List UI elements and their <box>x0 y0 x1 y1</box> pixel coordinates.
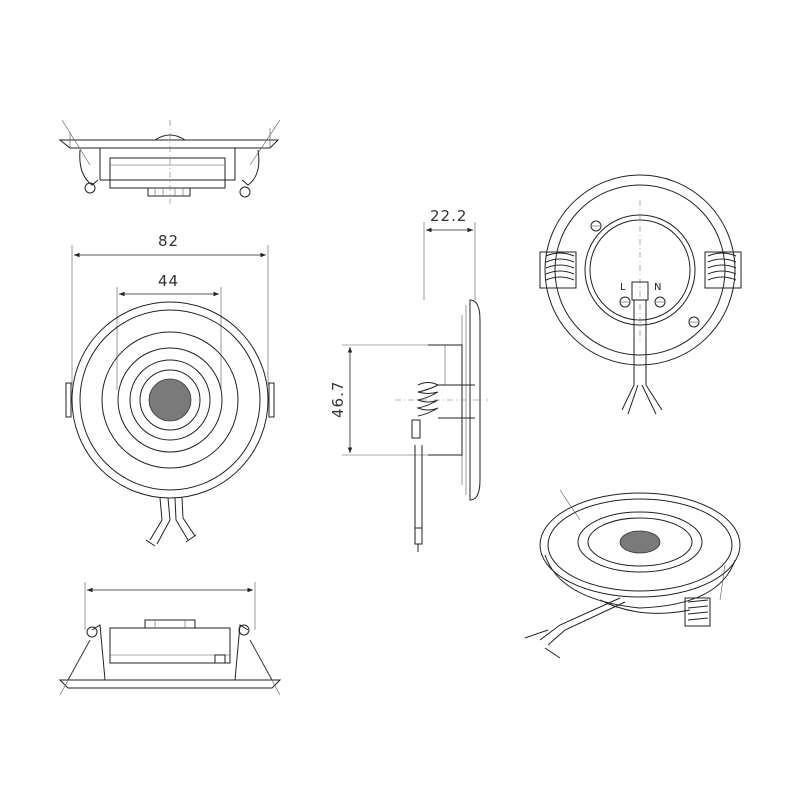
front-view <box>65 245 275 547</box>
top-side-view <box>58 119 281 205</box>
rear-spring-right <box>704 251 742 289</box>
dim-overall-width: 82 <box>158 232 179 250</box>
dim-inner-width: 44 <box>158 272 179 290</box>
speaker-mesh <box>148 378 192 422</box>
isometric-view <box>524 489 741 659</box>
rear-view: L N <box>539 174 742 415</box>
iso-spring <box>684 597 711 627</box>
terminal-neutral-label: N <box>654 282 661 293</box>
dim-depth: 22.2 <box>430 207 467 225</box>
iso-speaker-mesh <box>619 530 661 554</box>
dim-body-height: 46.7 <box>329 381 347 418</box>
rear-spring-left <box>539 251 577 289</box>
profile-view <box>342 222 488 552</box>
terminal-live-label: L <box>620 282 626 293</box>
bottom-side-view <box>58 582 282 696</box>
